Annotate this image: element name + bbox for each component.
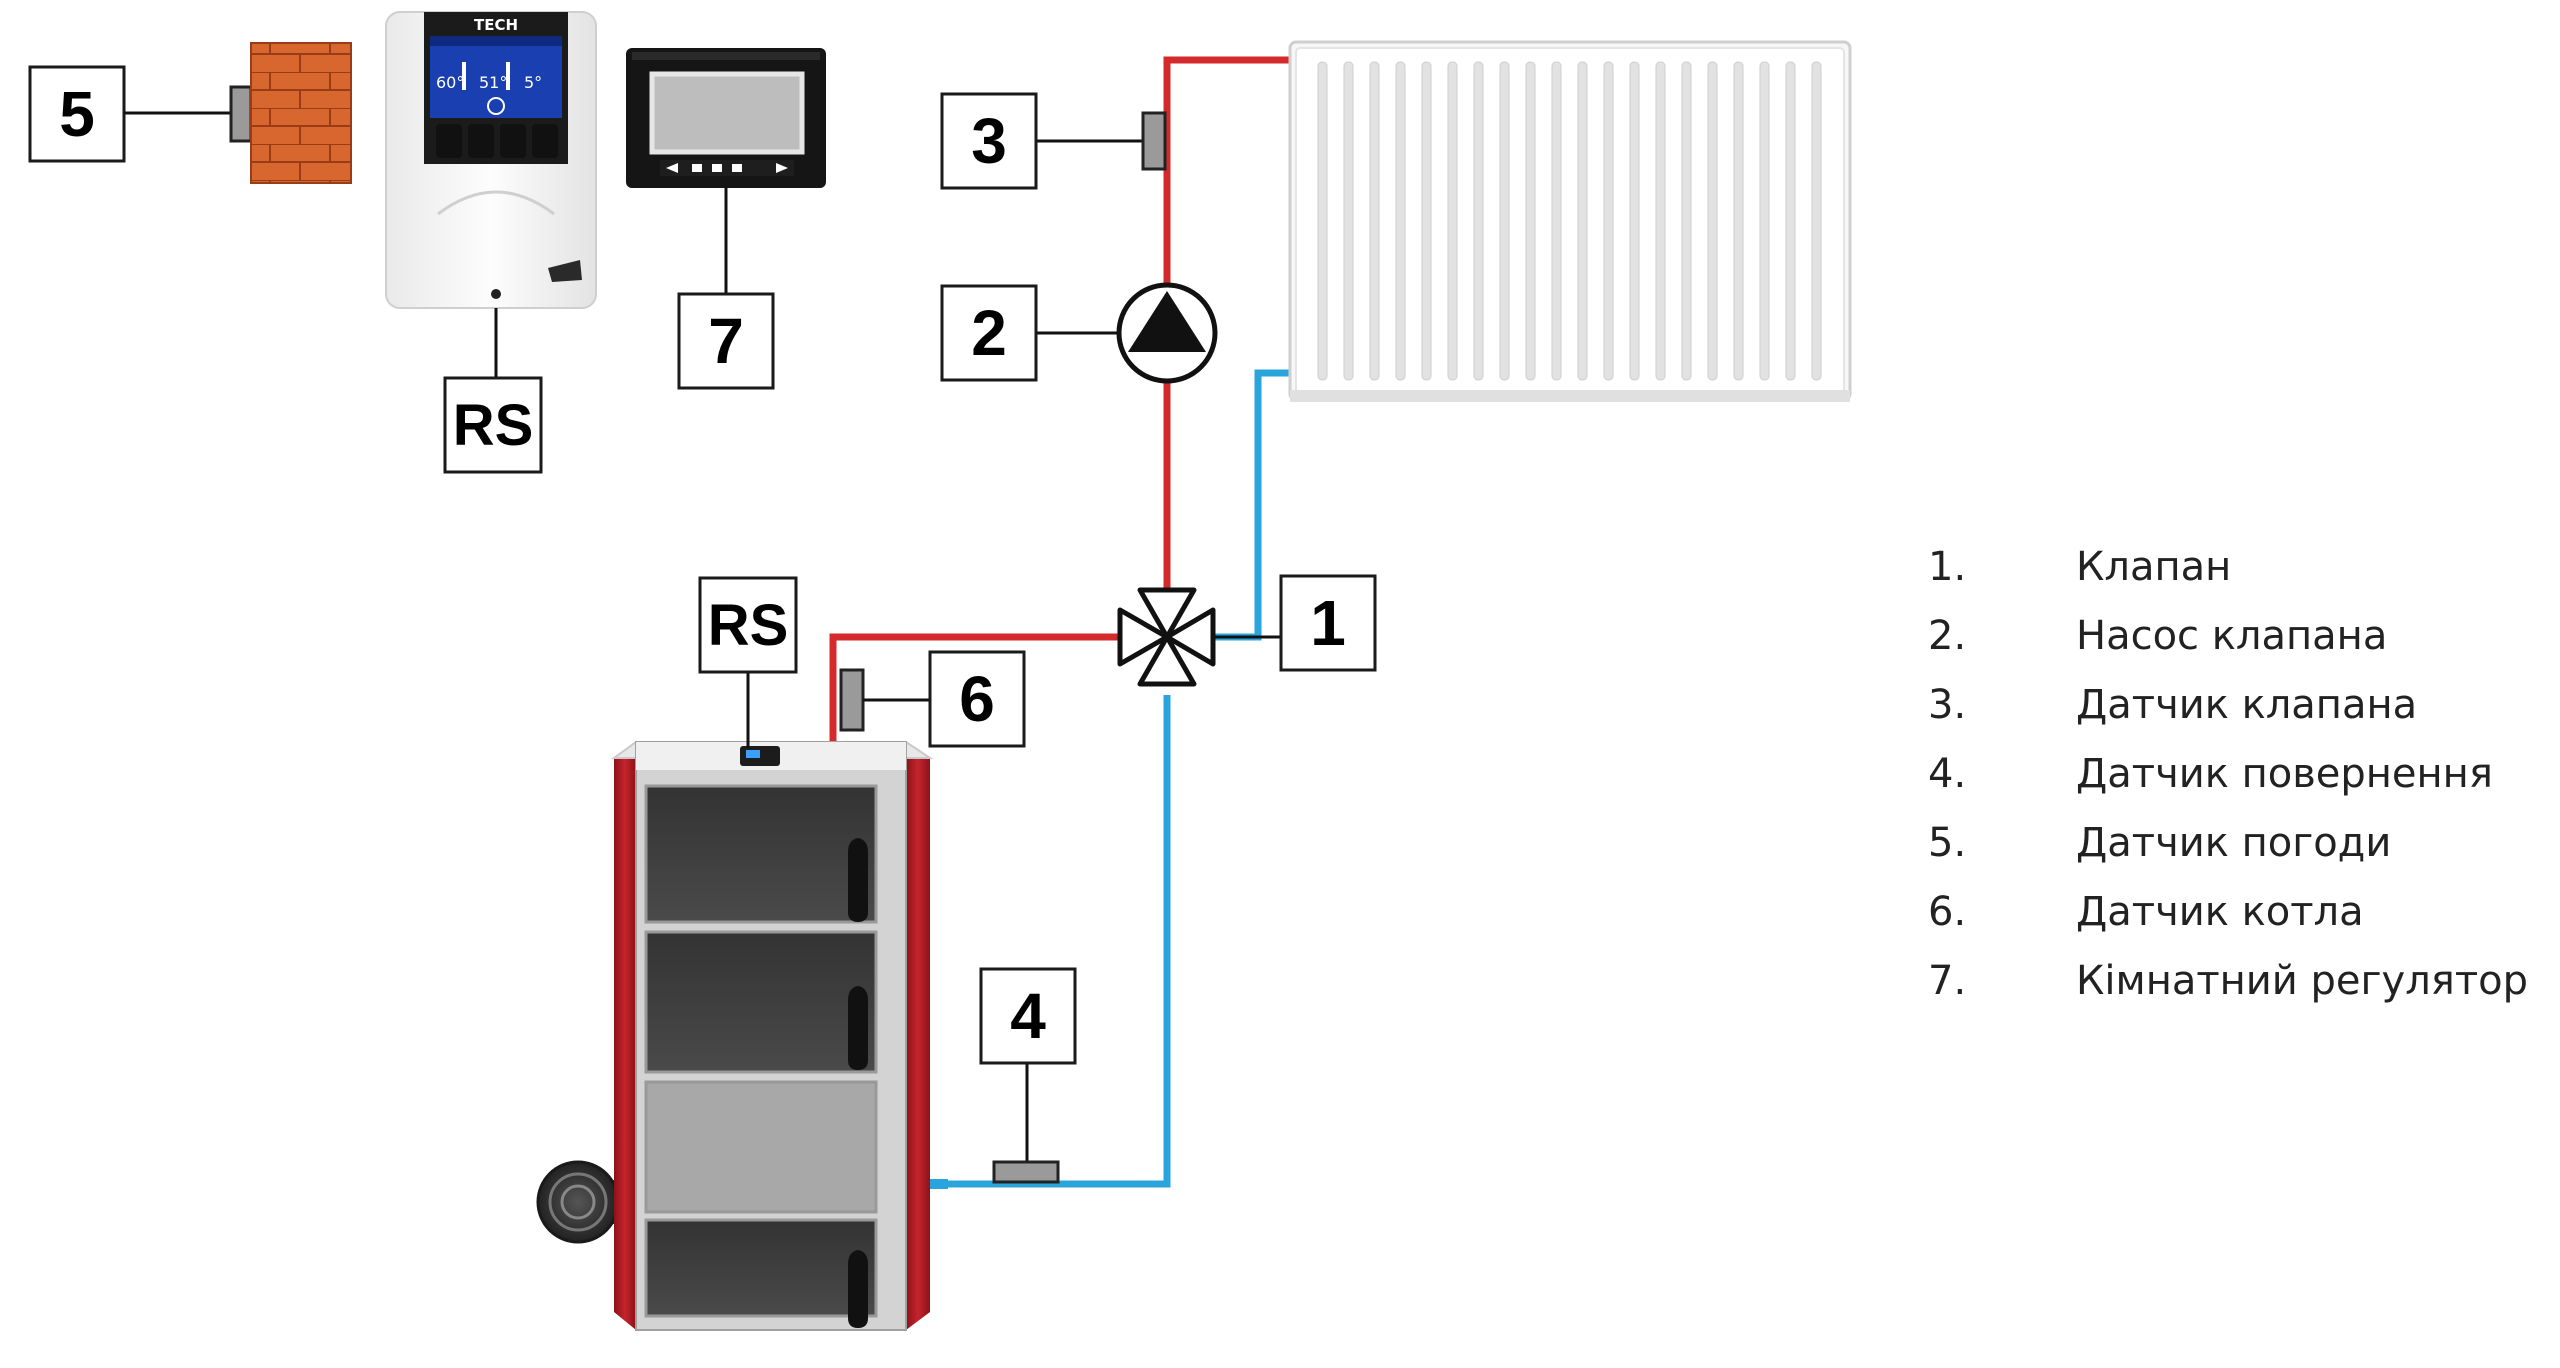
legend-text: Насос клапана [2076, 613, 2387, 659]
label-room-regulator: 7 [708, 305, 744, 377]
radiator-fin [1317, 61, 1328, 381]
label-box-2: 2 [940, 284, 1038, 382]
room-regulator-icon [626, 48, 826, 188]
label-pump: 2 [971, 297, 1007, 369]
legend-text: Кімнатний регулятор [2076, 958, 2528, 1004]
radiator-fin [1759, 61, 1770, 381]
controller-buttons [436, 124, 558, 158]
label-boiler-sensor: 6 [959, 663, 995, 735]
radiator-fin [1603, 61, 1614, 381]
label-box-controller-rs: RS [443, 376, 543, 474]
radiator-fin [1395, 61, 1406, 381]
pump-icon [1036, 282, 1218, 384]
label-return-sensor: 4 [1010, 980, 1046, 1052]
radiator-fin [1499, 61, 1510, 381]
main-controller-icon: TECH 60° 51° 5° [385, 11, 597, 309]
boiler-fan [536, 1160, 620, 1244]
legend-num: 2. [1928, 613, 1966, 659]
valve-sensor-icon [1036, 111, 1167, 171]
three-way-valve-icon [1117, 587, 1281, 687]
radiator-icon [1288, 40, 1852, 402]
legend-text: Датчик клапана [2076, 682, 2417, 728]
legend-text: Датчик погоди [2076, 820, 2391, 866]
radiator-fin [1629, 61, 1640, 381]
radiator-fin [1733, 61, 1744, 381]
radiator-fin [1525, 61, 1536, 381]
supply-pipe-from-boiler [829, 633, 1120, 742]
legend-num: 7. [1928, 958, 1966, 1004]
label-box-7: 7 [677, 292, 775, 390]
radiator-fin [1811, 61, 1822, 381]
weather-sensor-icon [124, 85, 253, 143]
label-box-6: 6 [928, 650, 1026, 748]
radiator-fin [1551, 61, 1562, 381]
radiator-fin [1369, 61, 1380, 381]
label-box-boiler-rs: RS [698, 576, 798, 674]
legend-num: 3. [1928, 682, 1966, 728]
label-box-5: 5 [28, 65, 126, 163]
display-value-3: 5° [524, 73, 542, 92]
radiator-fin [1473, 61, 1484, 381]
legend-text: Датчик повернення [2076, 751, 2493, 797]
label-box-4: 4 [979, 967, 1077, 1065]
label-controller-rs: RS [453, 393, 534, 458]
legend-text: Клапан [2076, 544, 2231, 590]
return-sensor-icon [992, 1063, 1060, 1184]
controller-brand: TECH [474, 16, 518, 34]
display-value-2: 51° [479, 73, 507, 92]
brick-wall-icon [250, 42, 352, 184]
label-weather-sensor: 5 [59, 78, 95, 150]
supply-pipe-to-radiator [1163, 56, 1300, 632]
radiator-fin [1577, 61, 1588, 381]
label-box-1: 1 [1279, 574, 1377, 672]
radiator-fin [1421, 61, 1432, 381]
radiator-fin [1343, 61, 1354, 381]
return-pipe-to-boiler [945, 695, 1171, 1188]
legend-num: 6. [1928, 889, 1966, 935]
label-valve-sensor: 3 [971, 105, 1007, 177]
boiler-icon [536, 741, 948, 1331]
display-value-1: 60° [436, 73, 464, 92]
legend-num: 4. [1928, 751, 1966, 797]
label-boiler-rs: RS [708, 593, 789, 658]
radiator-fin [1447, 61, 1458, 381]
label-box-3: 3 [940, 92, 1038, 190]
legend-num: 5. [1928, 820, 1966, 866]
legend-text: Датчик котла [2076, 889, 2364, 935]
boiler-sensor-icon [839, 668, 930, 732]
radiator-fin [1785, 61, 1796, 381]
supply-pipes [829, 56, 1300, 742]
radiator-fin [1707, 61, 1718, 381]
radiator-fin [1655, 61, 1666, 381]
radiator-fins [1317, 61, 1822, 381]
legend-num: 1. [1928, 544, 1966, 590]
legend: 1. Клапан 2. Насос клапана 3. Датчик кла… [1928, 544, 2528, 1004]
label-valve: 1 [1310, 587, 1346, 659]
radiator-fin [1681, 61, 1692, 381]
